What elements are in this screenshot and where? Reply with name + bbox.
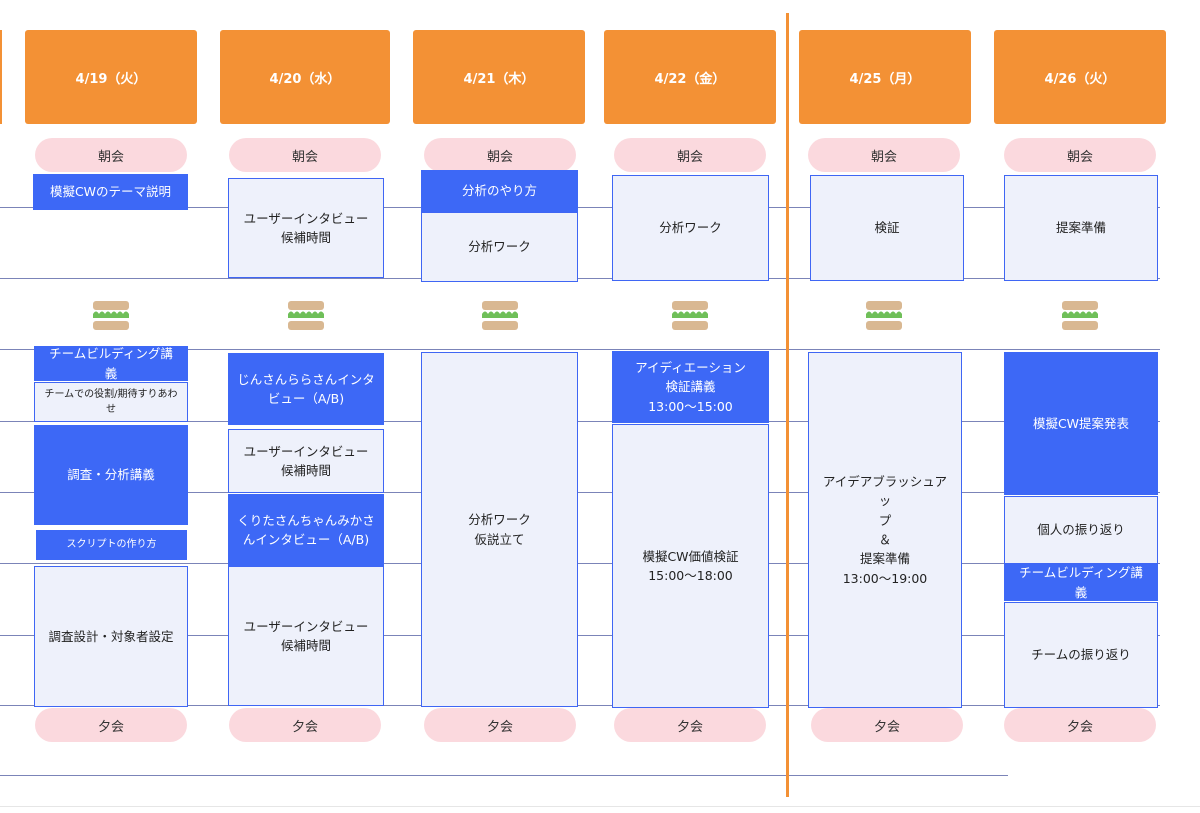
- week-separator-line: [786, 13, 789, 797]
- evening-meeting: 夕会: [424, 708, 576, 742]
- session-block[interactable]: ユーザーインタビュー 候補時間: [228, 429, 384, 493]
- session-block[interactable]: スクリプトの作り方: [36, 530, 187, 560]
- morning-meeting: 朝会: [614, 138, 766, 172]
- session-block[interactable]: じんさんららさんインタ ビュー（A/B): [228, 353, 384, 425]
- session-block[interactable]: アイデアブラッシュアッ プ ＆ 提案準備 13:00〜19:00: [808, 352, 962, 708]
- grid-line: [0, 349, 1160, 350]
- session-block[interactable]: チームビルディング講義: [1004, 564, 1158, 601]
- grid-line: [0, 775, 1008, 776]
- evening-meeting: 夕会: [1004, 708, 1156, 742]
- day-header: 4/19（火）: [25, 30, 197, 124]
- sandwich-icon: [482, 301, 518, 330]
- evening-meeting: 夕会: [229, 708, 381, 742]
- session-block[interactable]: チームでの役割/期待すりあわせ: [34, 382, 188, 422]
- session-block[interactable]: 模擬CWのテーマ説明: [33, 174, 188, 210]
- session-block[interactable]: 模擬CW提案発表: [1004, 352, 1158, 495]
- session-block[interactable]: ユーザーインタビュー 候補時間: [228, 178, 384, 278]
- evening-meeting: 夕会: [811, 708, 963, 742]
- session-block[interactable]: 分析ワーク: [421, 212, 578, 282]
- session-block[interactable]: 分析ワーク: [612, 175, 769, 281]
- session-block[interactable]: 提案準備: [1004, 175, 1158, 281]
- session-block[interactable]: チームビルディング講義: [34, 346, 188, 381]
- session-block[interactable]: 検証: [810, 175, 964, 281]
- morning-meeting: 朝会: [1004, 138, 1156, 172]
- morning-meeting: 朝会: [808, 138, 960, 172]
- evening-meeting: 夕会: [614, 708, 766, 742]
- grid-line: [0, 207, 1160, 208]
- grid-line: [0, 705, 1160, 706]
- day-header: 4/25（月）: [799, 30, 971, 124]
- previous-day-header-edge: [0, 30, 2, 124]
- session-block[interactable]: 模擬CW価値検証 15:00〜18:00: [612, 424, 769, 708]
- session-block[interactable]: ユーザーインタビュー 候補時間: [228, 566, 384, 706]
- morning-meeting: 朝会: [424, 138, 576, 172]
- evening-meeting: 夕会: [35, 708, 187, 742]
- sandwich-icon: [866, 301, 902, 330]
- session-block[interactable]: くりたさんちゃんみかさ んインタビュー（A/B): [228, 494, 384, 566]
- grid-line: [0, 492, 1160, 493]
- session-block[interactable]: 分析のやり方: [421, 170, 578, 212]
- day-header: 4/26（火）: [994, 30, 1166, 124]
- morning-meeting: 朝会: [35, 138, 187, 172]
- day-header: 4/21（木）: [413, 30, 585, 124]
- sandwich-icon: [288, 301, 324, 330]
- day-header: 4/22（金）: [604, 30, 776, 124]
- session-block[interactable]: 調査設計・対象者設定: [34, 566, 188, 707]
- grid-line: [0, 563, 1160, 564]
- session-block[interactable]: アイディエーション 検証講義 13:00〜15:00: [612, 351, 769, 423]
- session-block[interactable]: 分析ワーク 仮説立て: [421, 352, 578, 707]
- grid-line: [0, 421, 1160, 422]
- morning-meeting: 朝会: [229, 138, 381, 172]
- sandwich-icon: [1062, 301, 1098, 330]
- sandwich-icon: [93, 301, 129, 330]
- grid-line: [0, 635, 1160, 636]
- bottom-border: [0, 806, 1200, 807]
- grid-line: [0, 278, 1160, 279]
- session-block[interactable]: チームの振り返り: [1004, 602, 1158, 708]
- day-header: 4/20（水）: [220, 30, 390, 124]
- session-block[interactable]: 個人の振り返り: [1004, 496, 1158, 564]
- sandwich-icon: [672, 301, 708, 330]
- session-block[interactable]: 調査・分析講義: [34, 425, 188, 525]
